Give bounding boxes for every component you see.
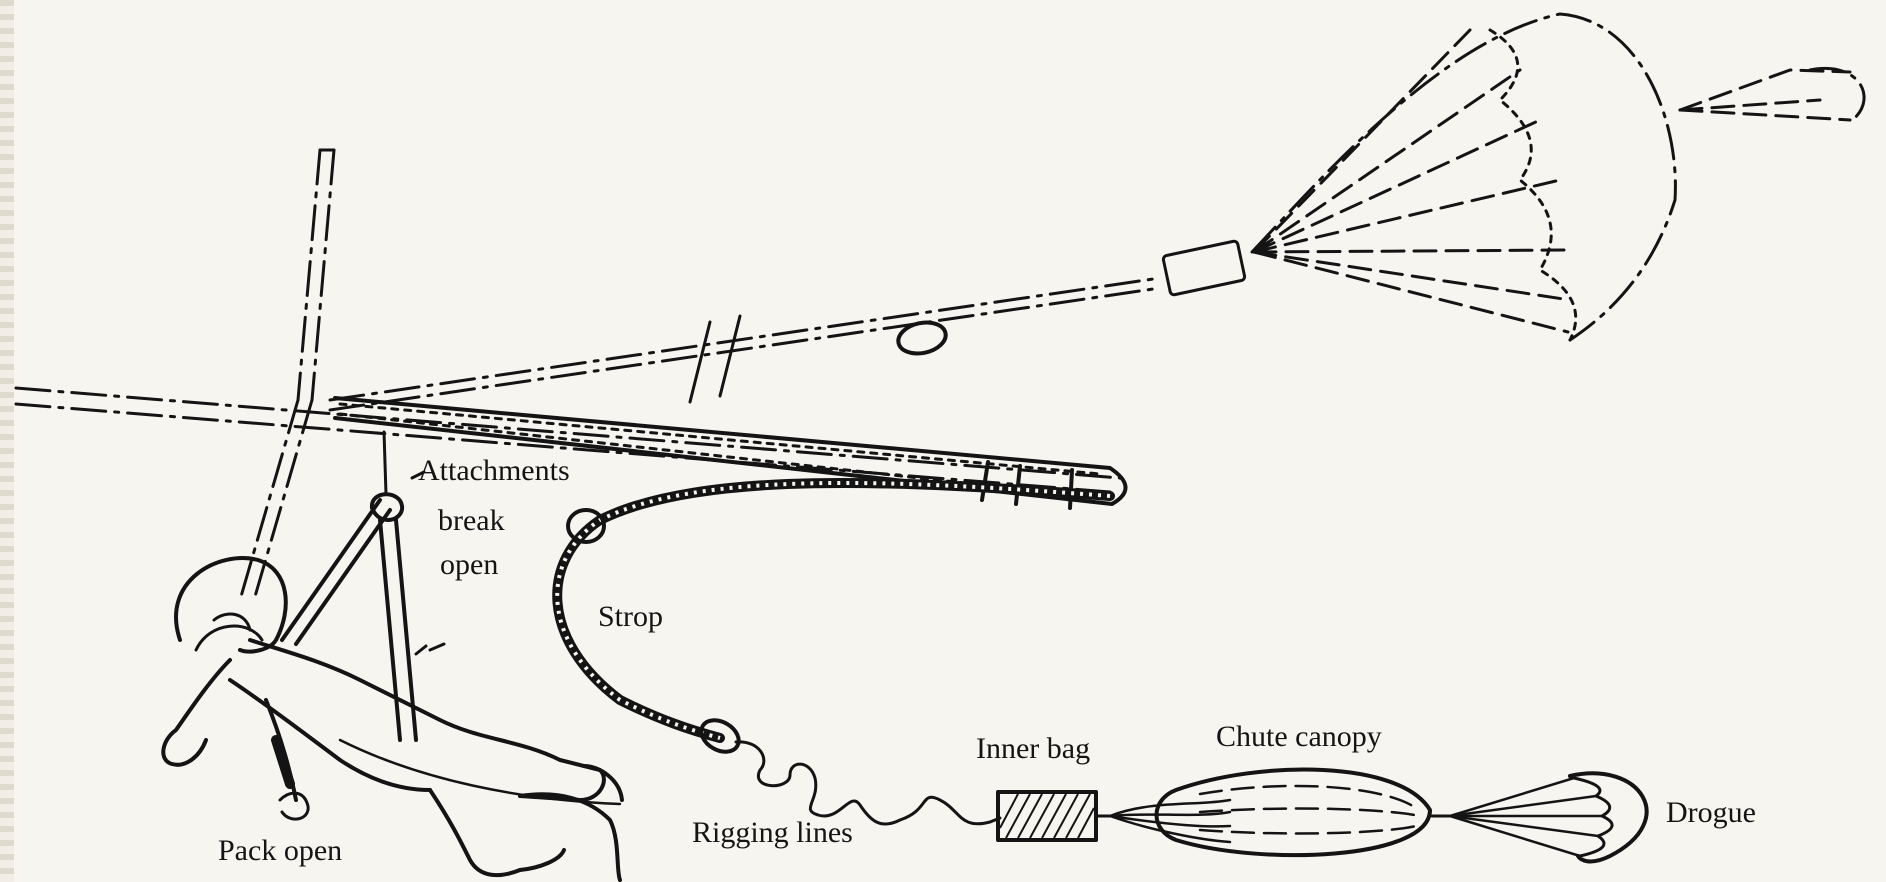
label-rigging-lines: Rigging lines [692, 816, 853, 849]
label-break: break [438, 504, 505, 537]
label-attachments: Attachments [418, 454, 570, 487]
label-strop: Strop [598, 600, 663, 633]
label-chute-canopy: Chute canopy [1216, 720, 1382, 753]
rigging-lines-wave [736, 742, 1000, 824]
label-inner-bag: Inner bag [976, 732, 1090, 765]
chute-canopy-packed [1096, 770, 1430, 856]
drogue-chute [1432, 773, 1647, 861]
upper-deployed-canopy [1163, 14, 1864, 340]
label-pack-open: Pack open [218, 834, 342, 867]
label-drogue: Drogue [1666, 796, 1756, 829]
inner-bag [998, 792, 1096, 840]
label-open: open [440, 548, 498, 581]
paratrooper-figure [163, 432, 622, 880]
